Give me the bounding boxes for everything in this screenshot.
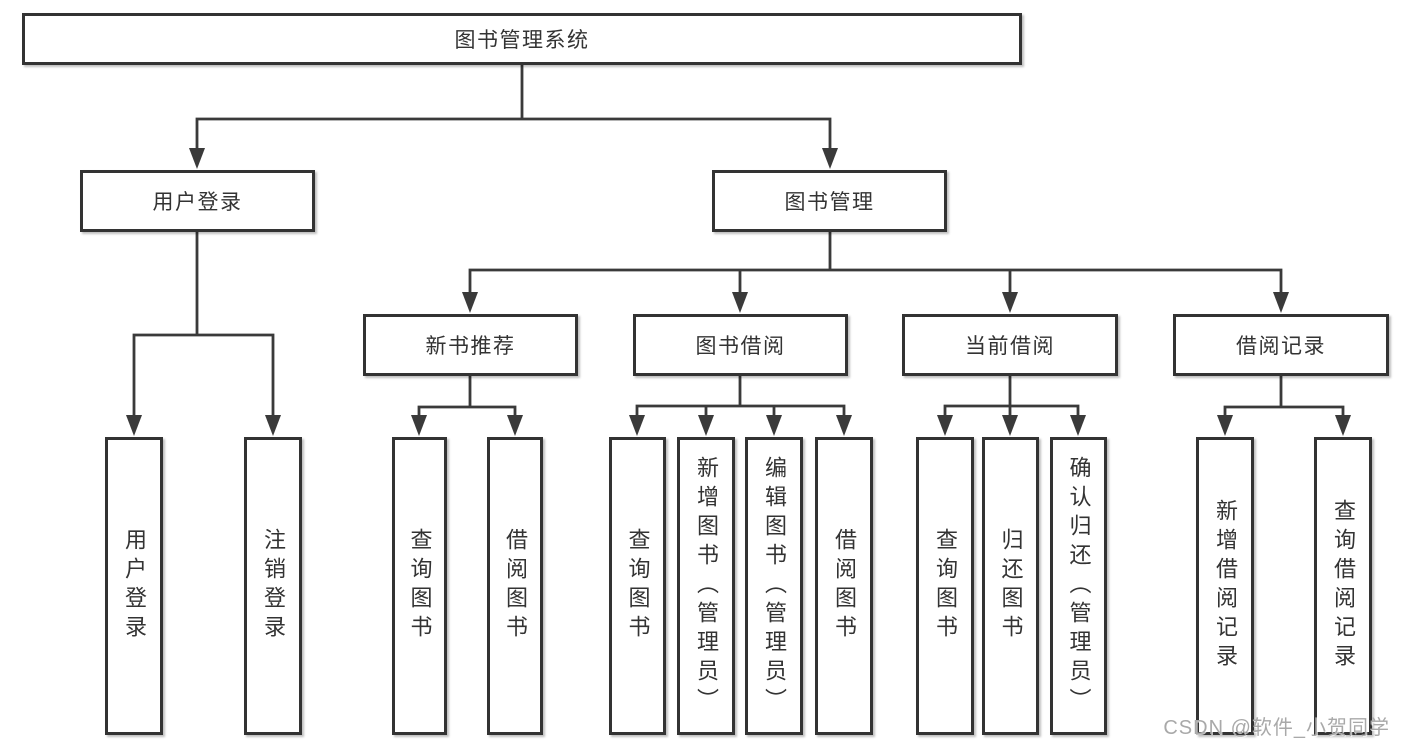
leaf-cb-confirm-return-admin: 确认归还（管理员）	[1050, 437, 1107, 735]
leaf-cb-return-books: 归还图书	[982, 437, 1039, 735]
node-book-management: 图书管理	[712, 170, 947, 232]
node-current-borrow: 当前借阅	[902, 314, 1118, 376]
leaf-user-login: 用户登录	[105, 437, 163, 735]
leaf-bb-borrow-books: 借阅图书	[815, 437, 873, 735]
leaf-nbr-query-books: 查询图书	[392, 437, 447, 735]
node-borrow-records: 借阅记录	[1173, 314, 1389, 376]
leaf-bb-edit-books-admin: 编辑图书（管理员）	[745, 437, 803, 735]
node-book-borrow: 图书借阅	[633, 314, 848, 376]
node-library-system: 图书管理系统	[22, 13, 1022, 65]
leaf-br-add-record: 新增借阅记录	[1196, 437, 1254, 735]
leaf-cb-query-books: 查询图书	[916, 437, 974, 735]
csdn-watermark: CSDN @软件_小贺同学	[1163, 717, 1390, 739]
node-new-book-recommend: 新书推荐	[363, 314, 578, 376]
leaf-logout: 注销登录	[244, 437, 302, 735]
node-user-login: 用户登录	[80, 170, 315, 232]
leaf-br-query-record: 查询借阅记录	[1314, 437, 1372, 735]
leaf-nbr-borrow-books: 借阅图书	[487, 437, 543, 735]
leaf-bb-add-books-admin: 新增图书（管理员）	[677, 437, 735, 735]
leaf-bb-query-books: 查询图书	[609, 437, 666, 735]
